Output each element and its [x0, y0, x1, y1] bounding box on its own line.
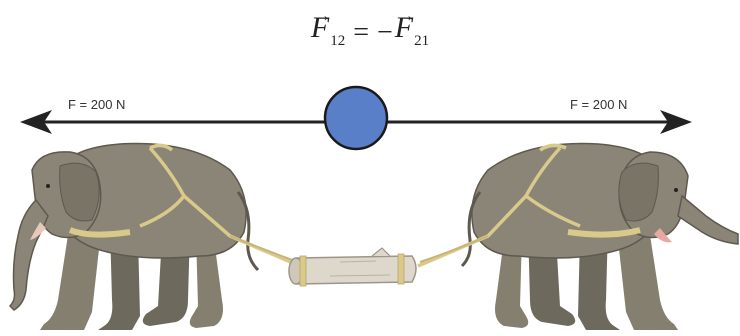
log-icon — [289, 248, 416, 286]
center-ball-icon — [325, 87, 387, 149]
left-force-label: F = 200 N — [68, 97, 125, 112]
left-elephant-icon — [10, 144, 300, 330]
right-elephant-icon — [418, 144, 738, 330]
right-force-label: F = 200 N — [570, 97, 627, 112]
